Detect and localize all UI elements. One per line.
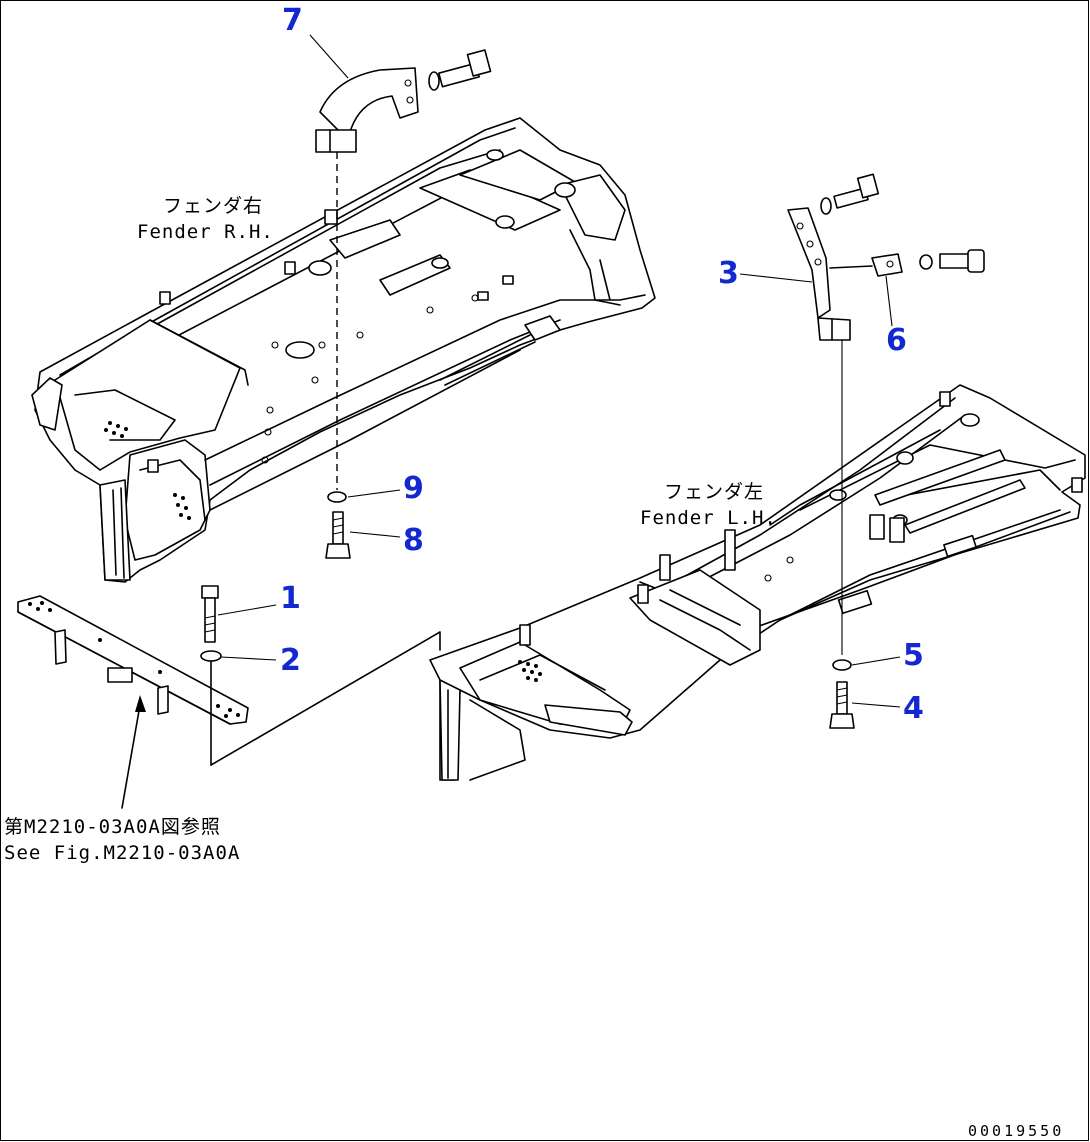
part-8-bolt xyxy=(325,511,351,559)
part-number-4: 4 xyxy=(903,691,924,726)
part-number-3: 3 xyxy=(718,256,739,291)
step-holes-rh xyxy=(104,421,191,520)
fender-lh-drawing: フェンダ左 Fender L.H. xyxy=(429,384,1086,781)
part-6-clip xyxy=(829,253,903,277)
fender-rh-jp-label: フェンダ右 xyxy=(163,195,263,217)
leader-lines xyxy=(217,34,901,708)
part-2-washer xyxy=(200,650,222,662)
part-number-5: 5 xyxy=(903,638,924,673)
part-4-bolt xyxy=(829,681,855,729)
part-number-2: 2 xyxy=(280,643,301,678)
part-1-bolt xyxy=(201,585,219,643)
part-number-labels: 1 2 3 4 5 6 7 8 9 xyxy=(280,3,924,726)
bolt-3-top xyxy=(820,173,880,215)
part-number-8: 8 xyxy=(403,523,424,558)
part-number-9: 9 xyxy=(403,471,424,506)
step-holes-lh xyxy=(518,660,542,682)
reference-en-label: See Fig.M2210-03A0A xyxy=(4,842,240,864)
fender-lh-jp-label: フェンダ左 xyxy=(664,481,764,503)
mount-plate xyxy=(17,595,249,725)
reference-jp-label: 第M2210-03A0A図参照 xyxy=(4,816,221,838)
part-number-6: 6 xyxy=(886,323,907,358)
fender-rh-drawing: フェンダ右 Fender R.H. xyxy=(31,117,656,583)
part-number-1: 1 xyxy=(280,581,301,616)
part-7-bracket xyxy=(315,67,419,153)
reference-arrow xyxy=(121,695,146,809)
bolt-7-top xyxy=(428,49,492,91)
plate-projection xyxy=(210,631,441,766)
part-9-washer xyxy=(327,491,347,503)
part-3-bracket xyxy=(787,207,851,341)
bolt-6-side xyxy=(919,249,985,273)
fender-rh-en-label: Fender R.H. xyxy=(137,221,274,243)
part-5-washer xyxy=(832,659,852,671)
fender-lh-en-label: Fender L.H. xyxy=(640,507,777,529)
drawing-code: 00019550 xyxy=(968,1122,1064,1140)
part-number-7: 7 xyxy=(282,3,303,38)
